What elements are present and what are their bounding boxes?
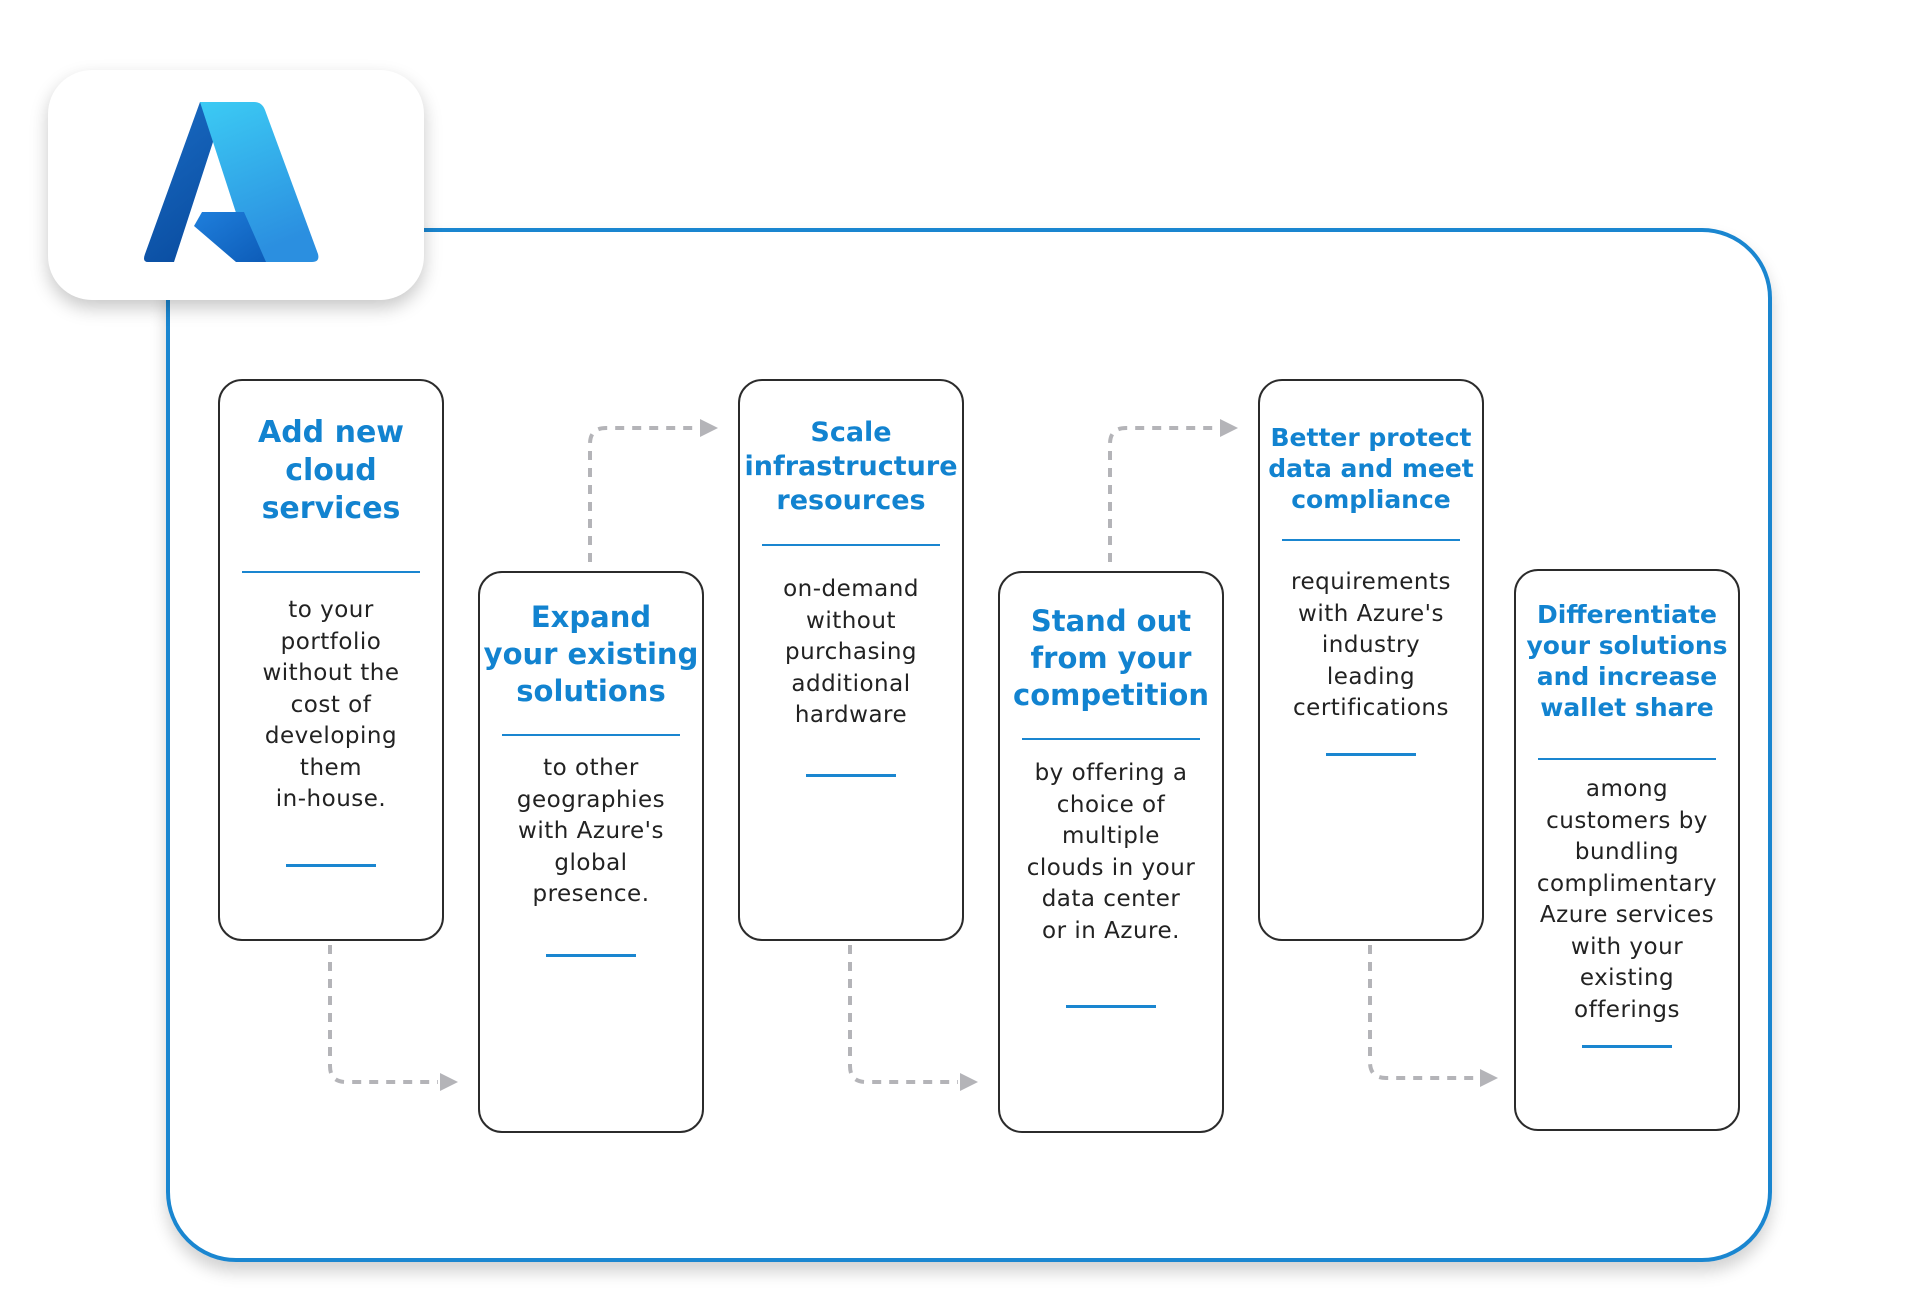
step-end-line	[1326, 753, 1416, 756]
step-divider	[502, 734, 680, 736]
arrow-5-to-6	[1368, 945, 1478, 1080]
step-end-line	[1066, 1005, 1156, 1008]
step-description: among customers by bundling complimentar…	[1536, 776, 1718, 1023]
arrowhead-3	[960, 1073, 978, 1091]
step-card-add-services: Add new cloud services to your portfolio…	[218, 379, 444, 941]
arrowhead-2	[700, 419, 718, 437]
arrowhead-1	[440, 1073, 458, 1091]
logo-card	[48, 70, 424, 300]
arrowhead-5	[1480, 1069, 1498, 1087]
step-card-differentiate: Differentiate your solutions and increas…	[1514, 569, 1740, 1131]
arrow-3-to-4	[848, 945, 958, 1084]
arrow-1-to-2	[328, 945, 438, 1084]
step-title: Add new cloud services	[257, 415, 405, 526]
step-description: by offering a choice of multiple clouds …	[1026, 760, 1196, 944]
step-divider	[762, 544, 940, 546]
step-end-line	[546, 954, 636, 957]
step-card-expand-solutions: Expand your existing solutions to other …	[478, 571, 704, 1133]
step-end-line	[806, 774, 896, 777]
arrow-2-to-3	[588, 426, 698, 562]
step-title: Better protect data and meet compliance	[1268, 423, 1474, 514]
azure-logo-icon	[144, 102, 319, 262]
step-card-stand-out: Stand out from your competition by offer…	[998, 571, 1224, 1133]
step-title: Scale infrastructure resources	[744, 417, 958, 516]
arrowhead-4	[1220, 419, 1238, 437]
step-title: Differentiate your solutions and increas…	[1526, 600, 1728, 722]
step-card-scale-infrastructure: Scale infrastructure resources on-demand…	[738, 379, 964, 941]
step-card-protect-data: Better protect data and meet compliance …	[1258, 379, 1484, 941]
step-title: Stand out from your competition	[1013, 604, 1209, 712]
diagram-frame	[166, 228, 1772, 1262]
step-description: on-demand without purchasing additional …	[783, 576, 919, 728]
step-description: to other geographies with Azure's global…	[516, 755, 666, 907]
step-divider	[1282, 539, 1460, 541]
arrow-4-to-5	[1108, 426, 1218, 562]
step-divider	[1538, 758, 1716, 760]
step-description: requirements with Azure's industry leadi…	[1291, 569, 1451, 721]
step-divider	[242, 571, 420, 573]
step-description: to your portfolio without the cost of de…	[262, 597, 400, 812]
step-end-line	[286, 864, 376, 867]
step-divider	[1022, 738, 1200, 740]
step-title: Expand your existing solutions	[483, 600, 699, 708]
step-end-line	[1582, 1045, 1672, 1048]
